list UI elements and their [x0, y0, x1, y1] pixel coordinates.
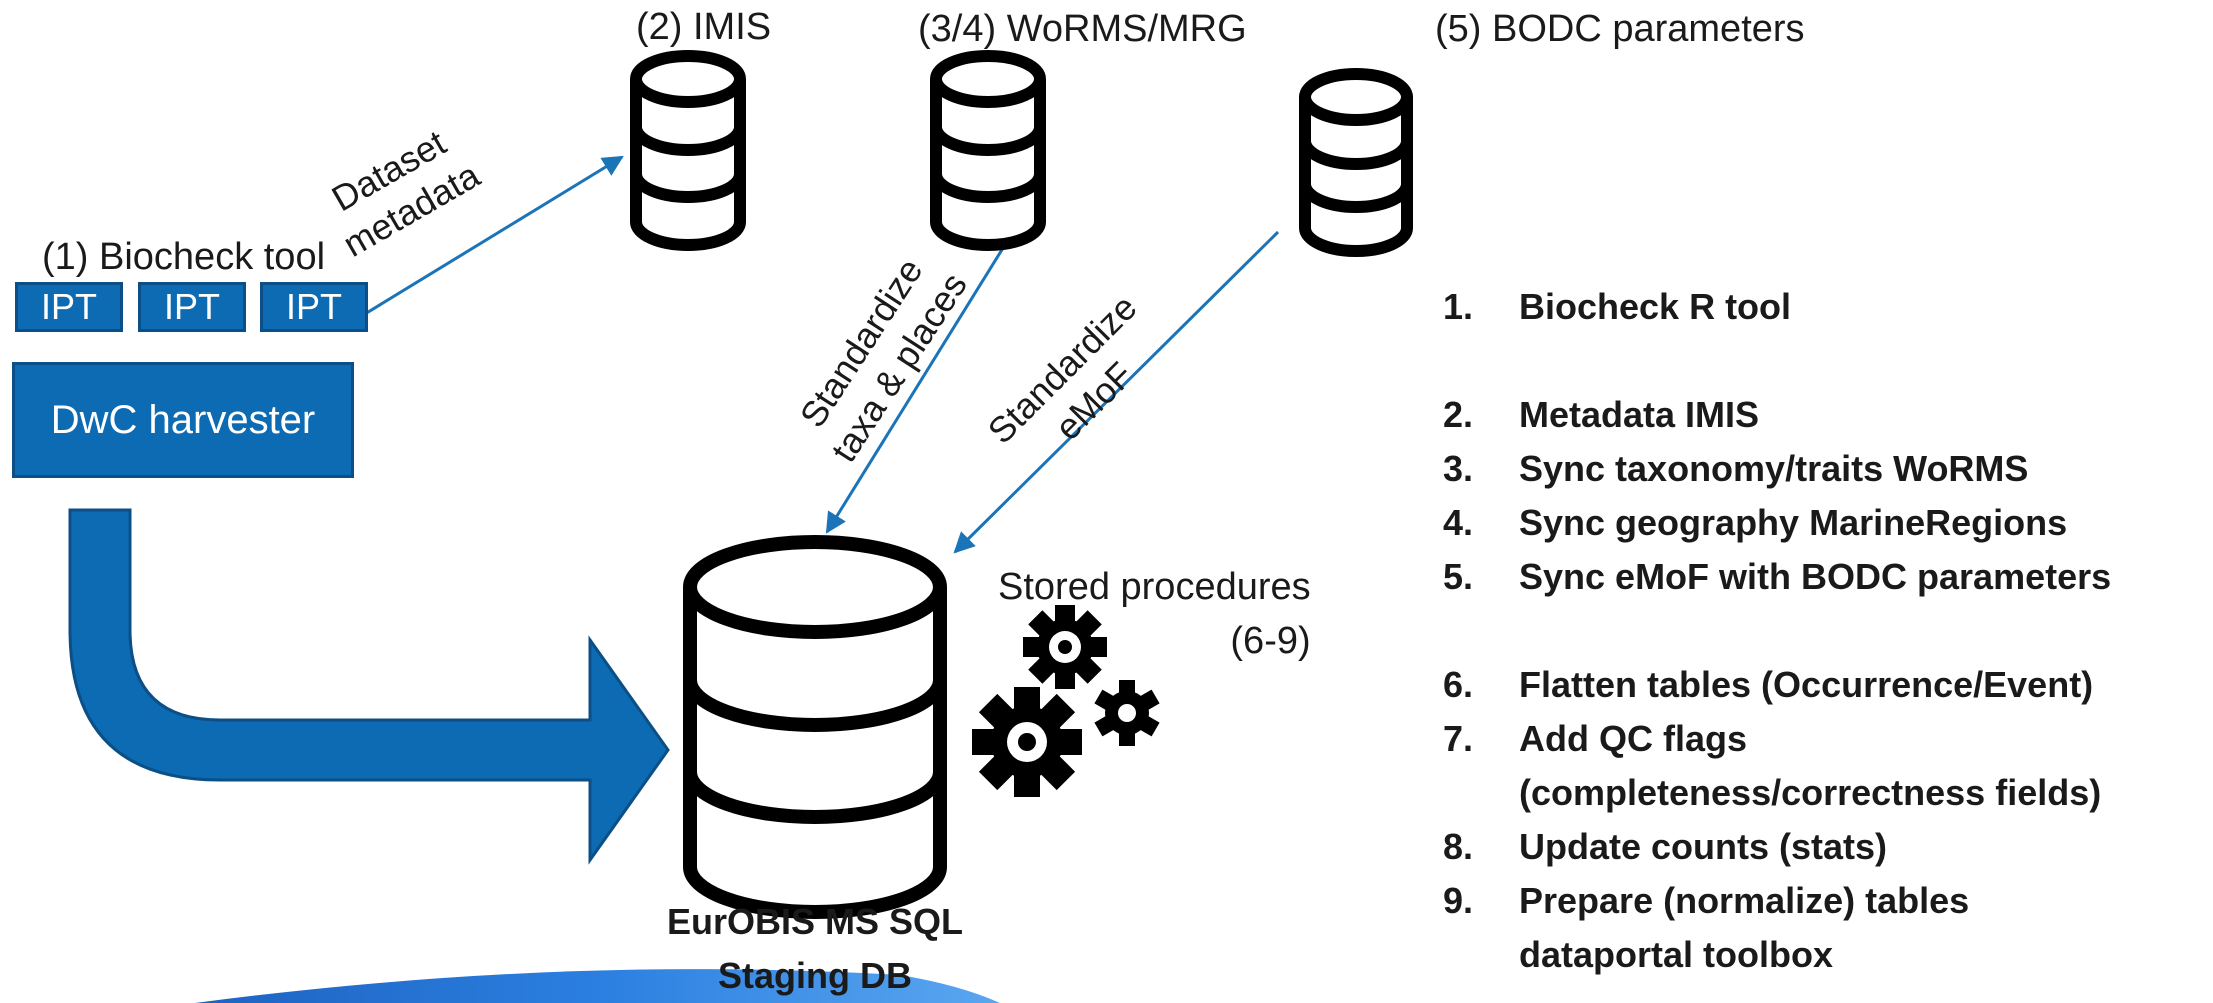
imis-label: (2) IMIS: [636, 6, 772, 48]
ipt-box: IPT: [15, 282, 123, 332]
list-item: 3.Sync taxonomy/traits WoRMS: [1443, 448, 2029, 489]
database-icon: [630, 50, 746, 251]
gear-icon: [1094, 680, 1160, 746]
arrow-bodc-to-staging: [953, 230, 1280, 554]
list-item: 6.Flatten tables (Occurrence/Event): [1443, 664, 2094, 705]
decorative-swoosh: [195, 969, 1000, 1003]
stored-procedures-label: Stored procedures (6-9): [998, 566, 1311, 662]
staging-db-title: EurOBIS MS SQL Staging DB: [666, 901, 964, 996]
dwc-harvester-box: DwC harvester: [12, 362, 354, 478]
list-item: 5.Sync eMoF with BODC parameters: [1443, 556, 2112, 597]
bodc-label: (5) BODC parameters: [1435, 8, 1805, 50]
database-icon: [683, 535, 947, 919]
arrow-worms-to-staging: [825, 247, 1005, 534]
database-icon: [930, 50, 1046, 251]
biocheck-label: (1) Biocheck tool: [42, 236, 326, 278]
ipt-box: IPT: [138, 282, 246, 332]
list-item: 7.Add QC flags(completeness/correctness …: [1443, 718, 2102, 813]
list-item: 8.Update counts (stats): [1443, 826, 1888, 867]
harvester-flow-arrow: [68, 508, 670, 865]
arrow-ipt-to-imis: [359, 155, 624, 319]
ipt-box: IPT: [260, 282, 368, 332]
workflow-steps-list: 1.Biocheck R tool 2.Metadata IMIS 3.Sync…: [1443, 280, 2213, 982]
list-item: 2.Metadata IMIS: [1443, 394, 1760, 435]
gear-icon: [972, 687, 1082, 797]
list-item: 1.Biocheck R tool: [1443, 286, 1792, 327]
worms-label: (3/4) WoRMS/MRG: [918, 8, 1247, 50]
database-icon: [1299, 68, 1413, 257]
list-item: 4.Sync geography MarineRegions: [1443, 502, 2068, 543]
